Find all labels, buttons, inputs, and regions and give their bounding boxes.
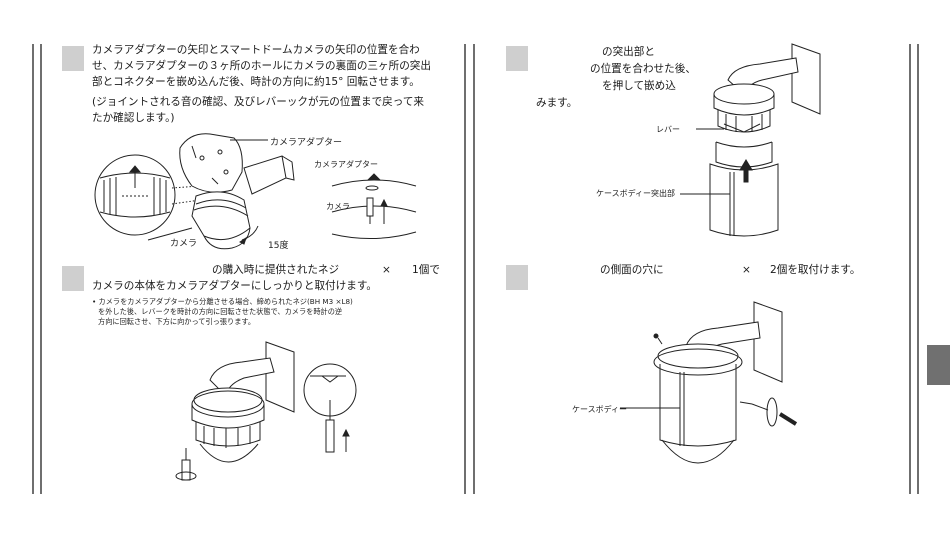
step1-number-box [62,46,84,71]
step2-text-line1a: の購入時に提供されたネジ [212,264,340,276]
step2-text-line1b: × [382,264,391,276]
step2-text-line2: カメラの本体をカメラアダプターにしっかりと取付けます。 [92,280,377,292]
step4-label-case-body: ケースボディー [572,405,628,414]
step3-text-line2: の位置を合わせた後、 [590,63,696,75]
step3-text-line4: みます。 [536,97,578,109]
step2-bullet-line2: を外した後、レバークを時計の方向に回転させた状態で、カメラを時計の逆 [98,307,343,316]
step3-text-line1: の突出部と [602,46,655,58]
step3-illustration [700,44,840,244]
step2-bullet-line3: 方向に回転させ、下方に向かって引っ張ります。 [98,317,256,326]
step1-note-line1: (ジョイントされる音の確認、及びレバーックが元の位置まで戻って来 [92,96,425,108]
step1-label-camera-adapter-detail: カメラアダプター [314,160,378,169]
step1-note-line2: たか確認します。) [92,112,175,124]
step1-illustration [92,128,442,253]
step2-number-box [62,266,84,291]
step4-illustration [640,300,820,475]
step2-text-line1c: 1個で [412,264,440,276]
step1-label-camera: カメラ [170,239,198,249]
step3-label-lever: レバー [656,125,680,134]
step3-text-line3: を押して嵌め込 [602,80,676,92]
step1-label-camera-adapter: カメラアダプター [270,138,343,148]
center-divider-line-left [464,44,466,494]
step1-text-line3: 部とコネクターを嵌め込んだ後、時計の方向に約15° 回転させます。 [92,76,420,88]
left-margin-line-outer [32,44,34,494]
step3-number-box [506,46,528,71]
step1-label-15-degrees: 15度 [268,241,289,251]
step1-text-line1: カメラアダプターの矢印とスマートドームカメラの矢印の位置を合わ [92,44,420,56]
step1-label-camera-detail: カメラ [326,202,350,211]
step4-text-line1b: × [742,264,751,276]
step1-text-line2: せ、カメラアダプターの３ヶ所のホールにカメラの裏面の三ヶ所の突出 [92,60,431,72]
section-tab-marker [927,345,950,385]
step4-text-line1a: の側面の穴に [600,264,664,276]
left-margin-line-inner [40,44,42,494]
step4-text-line1c: 2個を取付けます。 [770,264,861,276]
step2-bullet-line1: • カメラをカメラアダプターから分離させる場合、締められたネジ(BH M3 ×L… [92,297,353,306]
step4-number-box [506,265,528,290]
center-divider-line-right [473,44,475,494]
right-margin-line-inner [917,44,919,494]
right-margin-line-outer [909,44,911,494]
step3-label-case-body-protrusion: ケースボディー突出部 [596,189,676,198]
step2-illustration [170,340,370,490]
